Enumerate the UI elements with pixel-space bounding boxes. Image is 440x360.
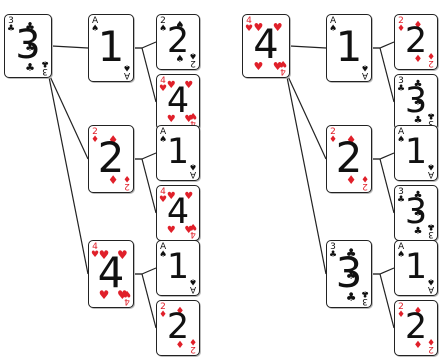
card-big-numeral: 2 [395,310,437,345]
card-big-numeral: 1 [327,26,371,68]
connector-line [380,48,394,102]
connector-line [380,159,394,213]
branch-card: 2♦2♦♦♦2 [88,125,134,193]
card-big-numeral: 4 [157,195,199,230]
card-big-numeral: 1 [157,250,199,285]
connector-line [142,274,156,328]
leaf-card: 2♠2♠♠♠2 [156,14,200,70]
leaf-card: 2♦2♦♦♦2 [394,300,438,356]
card-big-numeral: 2 [395,24,437,59]
card-big-numeral: 1 [395,250,437,285]
card-big-numeral: 1 [395,135,437,170]
card-big-numeral: 2 [157,310,199,345]
leaf-card: A♠A♠1 [394,125,438,181]
connector-line [142,159,156,213]
connector-line [286,72,326,274]
leaf-card: 3♣3♣♣♣♣3 [394,74,438,130]
connector-line [380,268,394,274]
card-big-numeral: 1 [89,26,133,68]
card-big-numeral: 1 [157,135,199,170]
connector-line [380,42,394,48]
connector-line [142,268,156,274]
connector-line [48,72,88,159]
card-big-numeral: 2 [327,137,371,179]
leaf-card: 4♥4♥♥♥♥♥4 [156,74,200,130]
card-big-numeral: 4 [157,84,199,119]
card-big-numeral: 3 [5,25,51,65]
card-big-numeral: 4 [89,252,133,294]
connector-line [142,153,156,159]
card-big-numeral: 3 [327,252,371,294]
connector-line [142,42,156,48]
leaf-card: 2♦2♦♦♦2 [156,300,200,356]
branch-card: 2♦2♦♦♦2 [326,125,372,193]
card-big-numeral: 3 [395,195,437,230]
leaf-card: 3♣3♣♣♣♣3 [394,185,438,241]
leaf-card: A♠A♠1 [156,125,200,181]
card-big-numeral: 2 [89,137,133,179]
card-big-numeral: 3 [395,84,437,119]
branch-card: 4♥4♥♥♥♥♥4 [88,240,134,308]
connector-line [52,46,88,48]
connector-line [142,48,156,102]
connector-line [286,72,326,159]
card-big-numeral: 2 [157,24,199,59]
connector-line [380,153,394,159]
connector-line [380,274,394,328]
branch-card: 3♣3♣♣♣♣3 [326,240,372,308]
branch-card: A♠A♠1 [326,14,372,82]
connector-line [290,46,326,48]
leaf-card: 4♥4♥♥♥♥♥4 [156,185,200,241]
leaf-card: A♠A♠1 [394,240,438,296]
root-card: 4♥4♥♥♥♥♥4 [242,14,290,78]
leaf-card: A♠A♠1 [156,240,200,296]
card-big-numeral: 4 [243,25,289,65]
branch-card: A♠A♠1 [88,14,134,82]
leaf-card: 2♦2♦♦♦2 [394,14,438,70]
connector-line [48,72,88,274]
root-card: 3♣3♣♣♣♣3 [4,14,52,78]
